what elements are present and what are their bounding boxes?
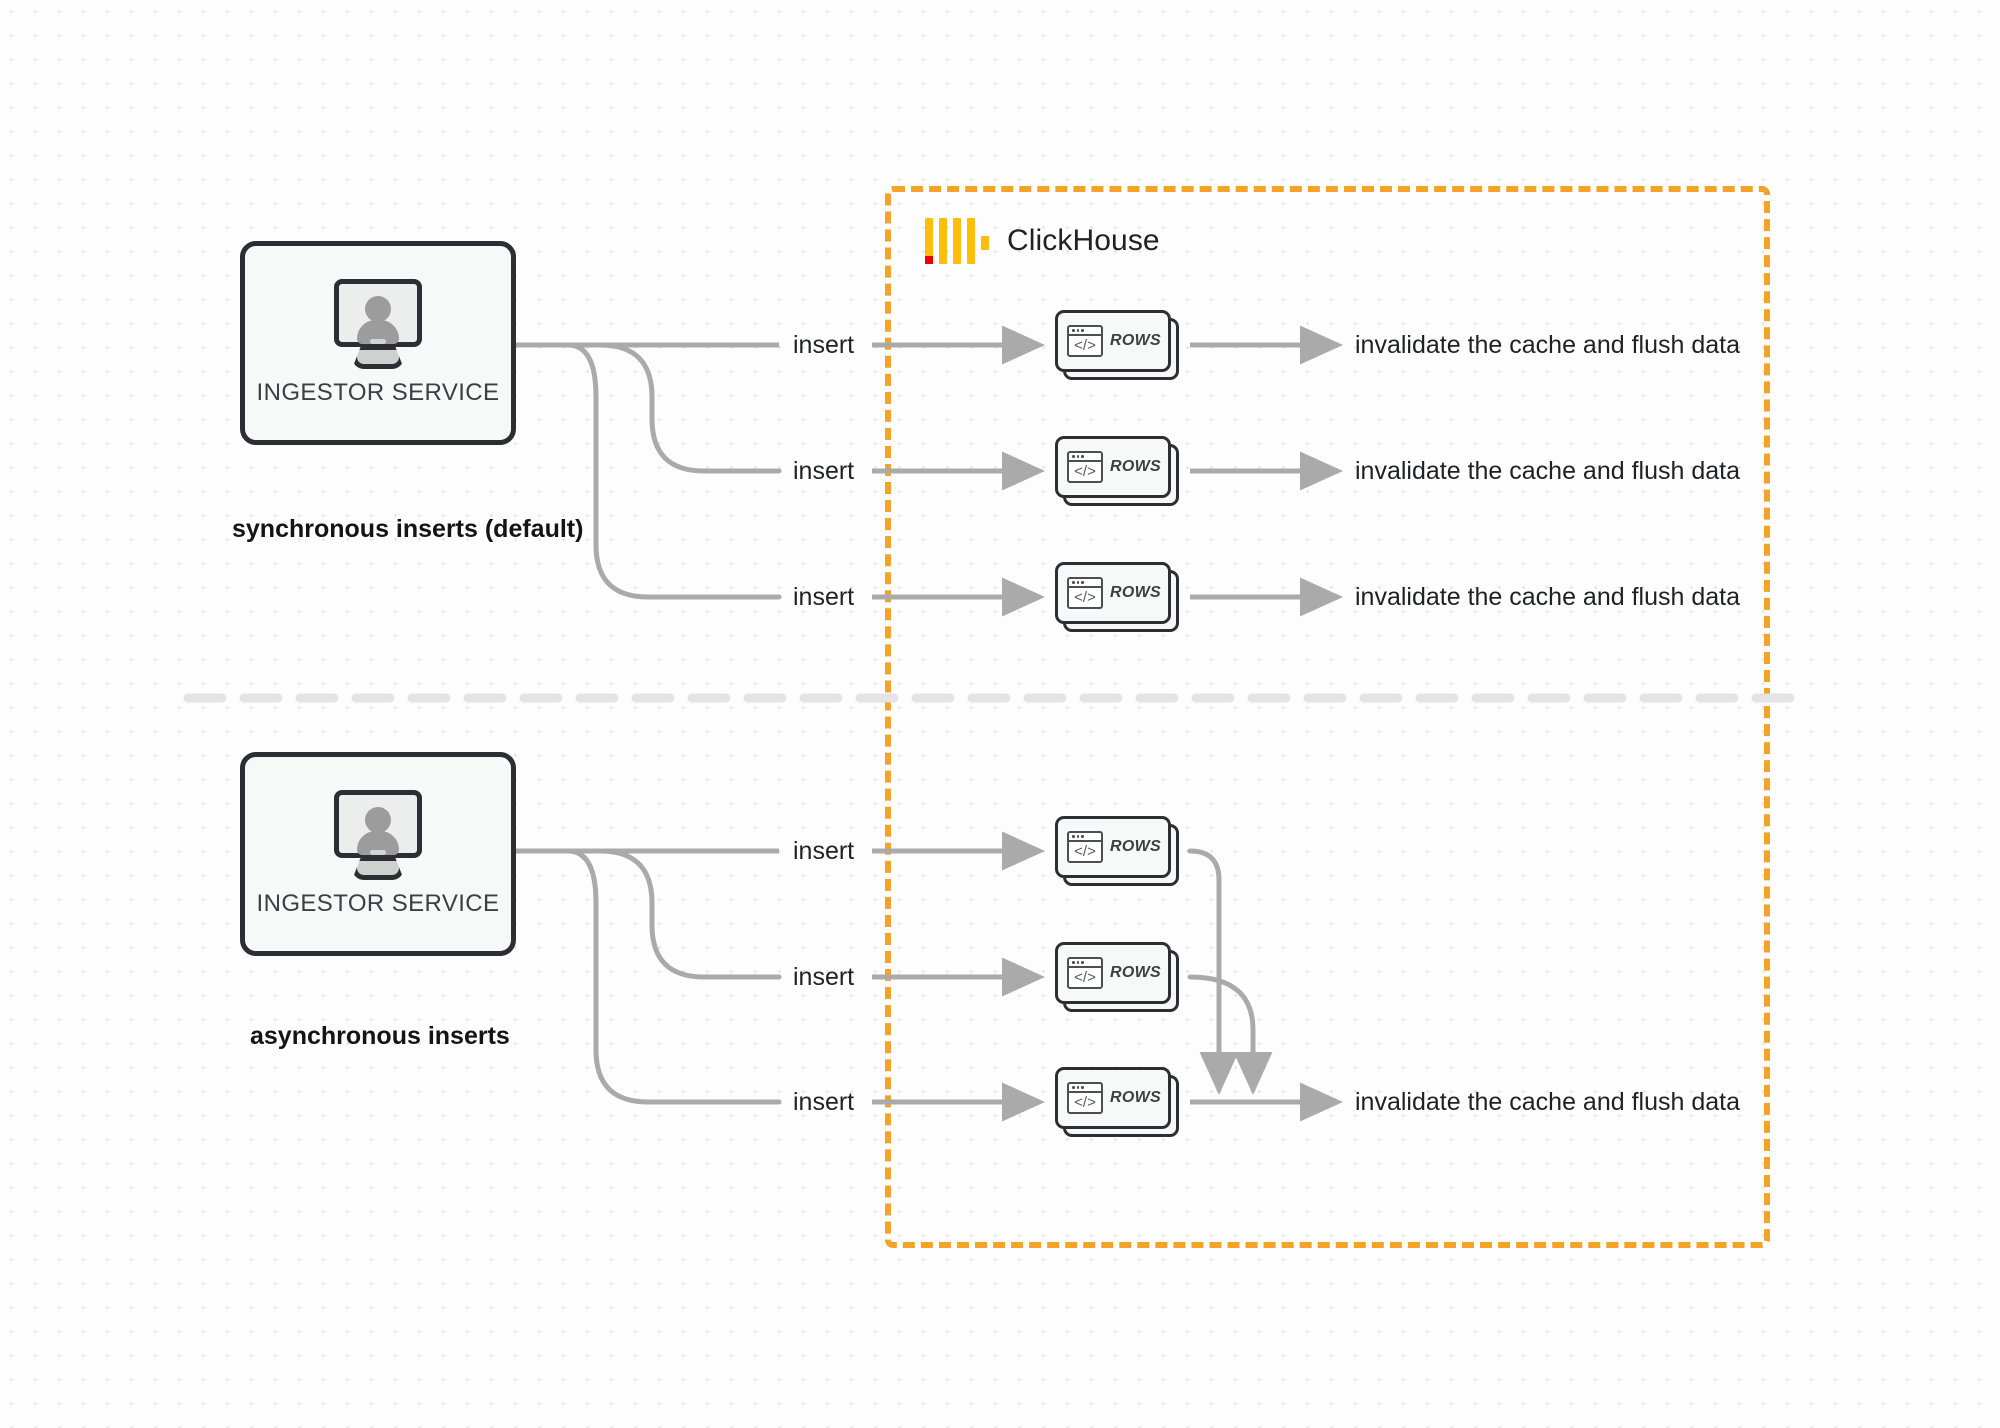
code-glyph: </>	[1074, 463, 1096, 480]
window-dot	[1076, 455, 1079, 458]
rows-card-sync-1[interactable]: </> ROWS	[1055, 310, 1179, 380]
ingestor-service-label: INGESTOR SERVICE	[256, 890, 500, 917]
clickhouse-header: ClickHouse	[925, 218, 1160, 264]
monitor-notch	[370, 850, 386, 855]
edge-label-insert-sync-2: insert	[793, 457, 855, 485]
user-head	[365, 296, 391, 322]
window-dot	[1076, 835, 1079, 838]
caption-asynchronous-inserts: asynchronous inserts	[250, 1022, 510, 1050]
ingestor-service-async[interactable]: INGESTOR SERVICE	[240, 752, 516, 956]
monitor-notch	[370, 339, 386, 344]
rows-card-label: ROWS	[1110, 1089, 1161, 1106]
code-window-icon: </>	[1067, 831, 1103, 863]
window-dot	[1072, 835, 1075, 838]
monitor-screen	[334, 279, 422, 347]
window-dot	[1072, 1086, 1075, 1089]
logo-red-accent	[925, 256, 933, 264]
window-dot	[1072, 329, 1075, 332]
rows-card-sync-2[interactable]: </> ROWS	[1055, 436, 1179, 506]
window-dot	[1081, 1086, 1084, 1089]
wire-async-2	[597, 848, 782, 980]
monitor-screen	[334, 790, 422, 858]
window-dot	[1076, 961, 1079, 964]
window-dot	[1081, 581, 1084, 584]
code-window-icon: </>	[1067, 451, 1103, 483]
card-front: </> ROWS	[1055, 1067, 1171, 1129]
outcome-label-sync-3: invalidate the cache and flush data	[1355, 583, 1740, 611]
edge-label-insert-sync-3: insert	[793, 583, 855, 611]
window-dot	[1081, 835, 1084, 838]
wire-async-3	[565, 848, 782, 1105]
code-window-titlebar	[1069, 1084, 1101, 1093]
rows-card-label: ROWS	[1110, 838, 1161, 855]
edge-label-insert-sync-1: insert	[793, 331, 855, 359]
logo-bar-1	[925, 218, 933, 264]
code-window-icon: </>	[1067, 1082, 1103, 1114]
window-dot	[1081, 329, 1084, 332]
code-glyph: </>	[1074, 337, 1096, 354]
monitor-stand	[352, 856, 404, 880]
rows-card-async-3[interactable]: </> ROWS	[1055, 1067, 1179, 1137]
wire-sync-2	[597, 342, 782, 474]
rows-card-async-1[interactable]: </> ROWS	[1055, 816, 1179, 886]
monitor-user-icon	[330, 279, 426, 369]
code-window-titlebar	[1069, 833, 1101, 842]
code-window-icon: </>	[1067, 325, 1103, 357]
logo-bar-3	[953, 218, 961, 264]
rows-card-label: ROWS	[1110, 584, 1161, 601]
outcome-label-async-merged: invalidate the cache and flush data	[1355, 1088, 1740, 1116]
clickhouse-label: ClickHouse	[1007, 224, 1160, 257]
window-dot	[1076, 1086, 1079, 1089]
card-front: </> ROWS	[1055, 436, 1171, 498]
monitor-stand	[352, 345, 404, 369]
code-glyph: </>	[1074, 589, 1096, 606]
card-front: </> ROWS	[1055, 562, 1171, 624]
user-head	[365, 807, 391, 833]
window-dot	[1076, 581, 1079, 584]
rows-card-sync-3[interactable]: </> ROWS	[1055, 562, 1179, 632]
rows-card-label: ROWS	[1110, 332, 1161, 349]
window-dot	[1081, 455, 1084, 458]
code-window-icon: </>	[1067, 957, 1103, 989]
window-dot	[1072, 581, 1075, 584]
code-window-titlebar	[1069, 327, 1101, 336]
caption-synchronous-inserts: synchronous inserts (default)	[232, 515, 584, 543]
outcome-label-sync-1: invalidate the cache and flush data	[1355, 331, 1740, 359]
logo-stub-bar	[981, 236, 989, 250]
card-front: </> ROWS	[1055, 310, 1171, 372]
edge-label-insert-async-1: insert	[793, 837, 855, 865]
logo-bar-4	[967, 218, 975, 264]
monitor-user-icon	[330, 790, 426, 880]
edge-label-insert-async-2: insert	[793, 963, 855, 991]
code-window-titlebar	[1069, 579, 1101, 588]
outcome-label-sync-2: invalidate the cache and flush data	[1355, 457, 1740, 485]
window-dot	[1076, 329, 1079, 332]
code-window-titlebar	[1069, 453, 1101, 462]
code-glyph: </>	[1074, 1094, 1096, 1111]
rows-card-async-2[interactable]: </> ROWS	[1055, 942, 1179, 1012]
code-window-titlebar	[1069, 959, 1101, 968]
ingestor-service-sync[interactable]: INGESTOR SERVICE	[240, 241, 516, 445]
window-dot	[1072, 455, 1075, 458]
card-front: </> ROWS	[1055, 942, 1171, 1004]
edge-label-insert-async-3: insert	[793, 1088, 855, 1116]
code-window-icon: </>	[1067, 577, 1103, 609]
window-dot	[1081, 961, 1084, 964]
code-glyph: </>	[1074, 969, 1096, 986]
logo-bar-2	[939, 218, 947, 264]
code-glyph: </>	[1074, 843, 1096, 860]
card-front: </> ROWS	[1055, 816, 1171, 878]
clickhouse-boundary	[885, 186, 1770, 1248]
clickhouse-logo	[925, 218, 989, 264]
rows-card-label: ROWS	[1110, 458, 1161, 475]
ingestor-service-label: INGESTOR SERVICE	[256, 379, 500, 406]
rows-card-label: ROWS	[1110, 964, 1161, 981]
window-dot	[1072, 961, 1075, 964]
wire-sync-3	[565, 342, 782, 600]
